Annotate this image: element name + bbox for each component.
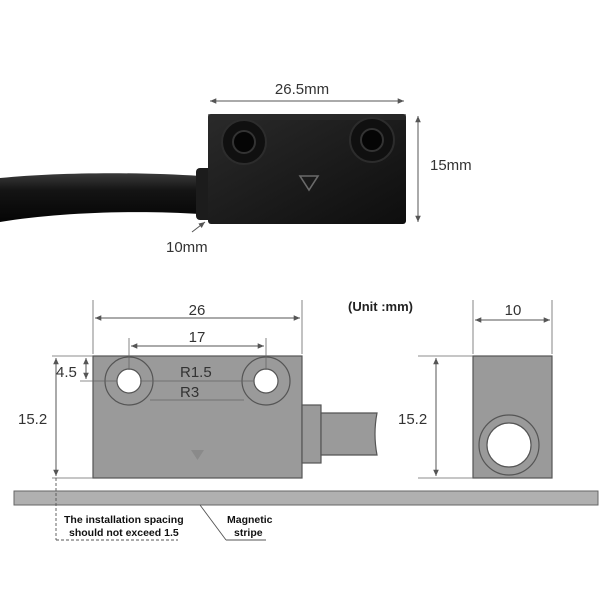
side-height-dimension: 15.2 (398, 355, 473, 479)
hole-offset-dimension: 4.5 (52, 355, 117, 382)
sensor-photo: 26.5mm 15mm 10mm (0, 81, 472, 256)
unit-label: (Unit :mm) (348, 299, 413, 314)
hole-outer-radius-label: R3 (180, 384, 199, 401)
triangle-mark-icon (298, 175, 320, 192)
front-width-label: 26 (189, 302, 206, 319)
technical-drawing: (Unit :mm) 26 17 (13, 299, 599, 541)
hole-spacing-label: 17 (189, 329, 206, 346)
side-width-dimension: 10 (472, 300, 553, 354)
sensor-cable (0, 173, 200, 222)
hole-inner-radius-label: R1.5 (180, 364, 212, 381)
installation-note-line2: should not exceed 1.5 (69, 527, 179, 539)
front-view-cable-boot (301, 404, 322, 464)
hole-spacing-dimension: 17 (128, 329, 267, 370)
front-height-dimension: 15.2 (18, 358, 93, 479)
stripe-note-line2: stripe (234, 527, 263, 539)
side-width-label: 10 (505, 302, 522, 319)
installation-note-line1: The installation spacing (64, 514, 184, 526)
stripe-note: Magnetic stripe (199, 504, 273, 541)
mount-hole-left (221, 119, 267, 165)
hole-offset-label: 4.5 (56, 364, 77, 381)
mount-hole-right (349, 117, 395, 163)
front-width-dimension: 26 (92, 300, 303, 354)
photo-width-label: 26.5mm (275, 81, 329, 98)
photo-cable-label: 10mm (166, 239, 208, 256)
photo-cable-dimension: 10mm (166, 221, 208, 256)
front-triangle-mark-icon (191, 450, 204, 460)
side-view-hole (478, 414, 540, 476)
photo-height-dimension: 15mm (415, 116, 472, 222)
front-height-label: 15.2 (18, 411, 47, 428)
side-height-label: 15.2 (398, 411, 427, 428)
photo-width-dimension: 26.5mm (210, 81, 404, 104)
installation-note: The installation spacing should not exce… (55, 478, 184, 541)
front-view-cable (320, 412, 378, 456)
magnetic-stripe (13, 490, 599, 506)
photo-height-label: 15mm (430, 157, 472, 174)
stripe-note-line1: Magnetic (227, 514, 273, 526)
